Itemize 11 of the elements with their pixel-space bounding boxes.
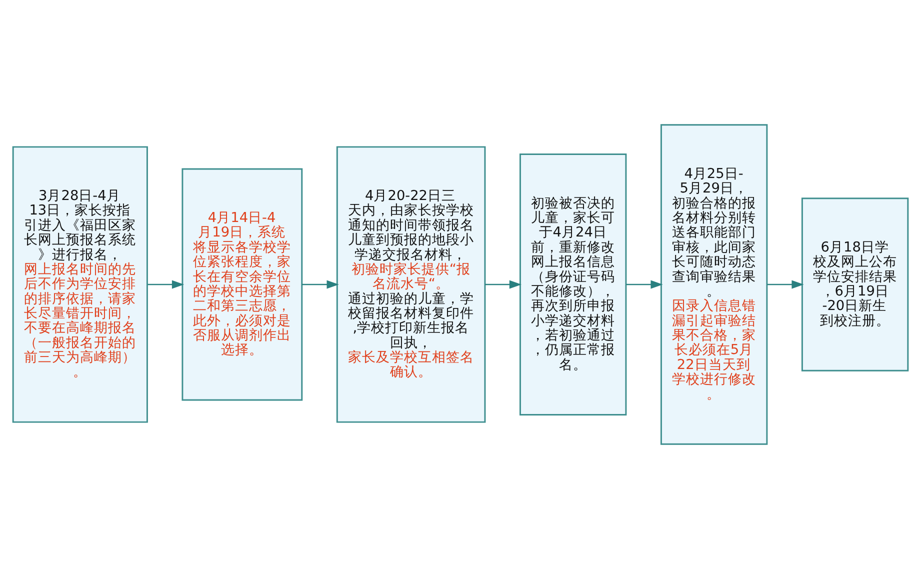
node-box: 4月25日-5月29日，初验合格的报名材料分别转送各职能部门审核，此间家长可随时动态查询审验结果。 因录入信息错漏引起审验结果不合格，家长必须在5月22日当天到学校进行修改。	[660, 124, 768, 444]
arrow	[302, 280, 339, 288]
node-box: 4月14日-4月19日，系统将显示各学校学位紧张程度，家长在有空余学位的学校中选择第二和第三志愿，此外，必须对是否服从调剂作出选择。	[182, 168, 303, 400]
arrow	[148, 280, 184, 288]
arrow	[767, 280, 804, 288]
arrow	[626, 280, 663, 288]
node-box: 3月28日-4月13日，家长按指引进入《福田区家长网上预报名系统》进行报名， 网上报名时间的先后不作为学位安排的排序依据，请家长尽量错开时间，不要在高峰期报名（一般报名开始的前三天为高峰期）。	[12, 146, 148, 422]
arrow	[485, 280, 522, 288]
node-box: 初验被否决的儿童，家长可于4月24日前，重新修改网上报名信息（身份证号码不能修改），再次到所申报小学递交材料，若初验通过，仍属正常报名。	[519, 153, 627, 415]
node-box: 4月20-22日三天内，由家长按学校通知的时间带领报名儿童到预报的地段小学递交报名材料， 初验时家长提供“报名流水号“。 通过初验的儿童，学校留报名材料复印件,学校打印新生报名回执， 家长及学校互相签名确认。	[336, 146, 486, 422]
node-box: 6月18日学校及网上公布学位安排结果，6月19日-20日新生到校注册。	[801, 197, 909, 371]
